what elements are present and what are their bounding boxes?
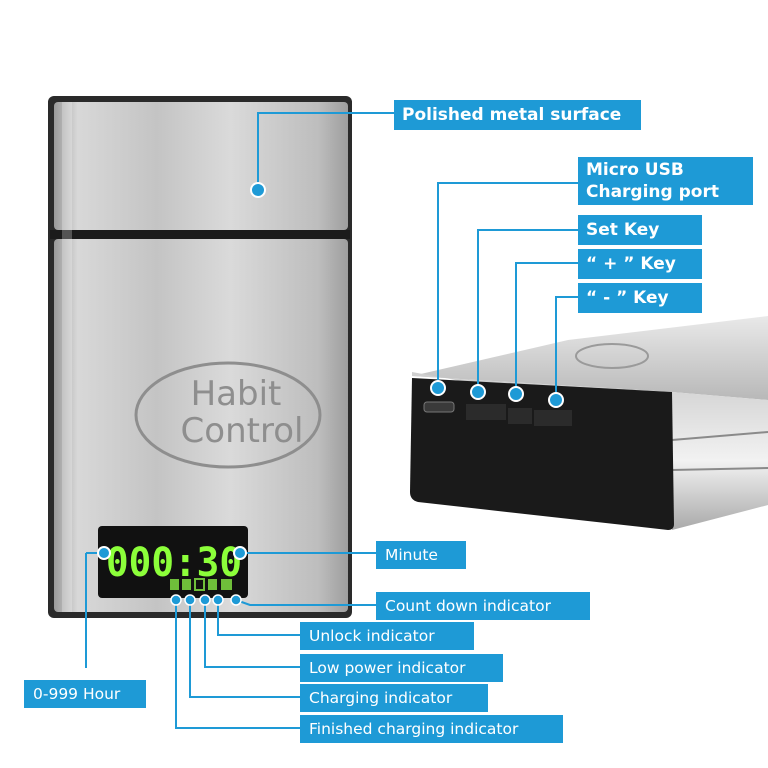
callout-dots (97, 182, 564, 606)
usb-port-label-line2: Charging port (586, 182, 719, 202)
charging-icon (182, 579, 191, 590)
low-power-indicator-label: Low power indicator (300, 654, 503, 682)
minute-label: Minute (376, 541, 466, 569)
minus-key (534, 410, 572, 426)
device-side (410, 316, 768, 530)
polished-metal-label: Polished metal surface (394, 100, 641, 130)
set-key-label: Set Key (578, 215, 702, 245)
plus-key-label: “ + ” Key (578, 249, 702, 279)
charging-indicator-label: Charging indicator (300, 684, 488, 712)
countdown-indicator-label: Count down indicator (376, 592, 590, 620)
lcd-digits: 000:30 (106, 540, 242, 586)
usb-port-label-line1: Micro USB (586, 160, 684, 180)
finished-charging-indicator-label: Finished charging indicator (300, 715, 563, 743)
micro-usb-port (423, 401, 455, 413)
logo-line2: Control (181, 411, 304, 451)
device-front: Habit Control 000:30 (48, 96, 352, 618)
set-key (466, 404, 506, 420)
plus-key (508, 408, 532, 424)
low-power-icon (194, 578, 205, 591)
leader-lines (85, 112, 578, 729)
countdown-icon (221, 579, 232, 590)
usb-port-label: Micro USB Charging port (578, 157, 753, 205)
unlock-indicator-label: Unlock indicator (300, 622, 474, 650)
hour-label: 0-999 Hour (24, 680, 146, 708)
minus-key-label: “ - ” Key (578, 283, 702, 313)
unlock-icon (208, 579, 217, 590)
finished-charging-icon (170, 579, 179, 590)
logo-line1: Habit (191, 374, 282, 414)
